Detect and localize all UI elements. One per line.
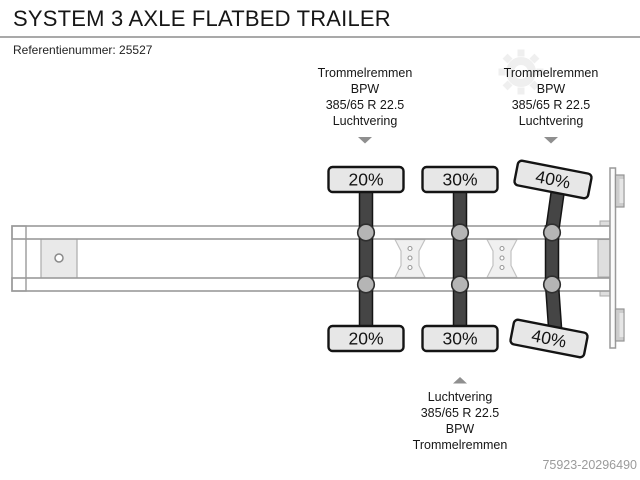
axle3-spec-line: Luchtvering — [518, 114, 584, 128]
axle1-load-bottom: 20% — [348, 329, 383, 349]
pointer-triangle-down-icon — [358, 137, 372, 144]
axle1-tire-bottom: 20% — [327, 324, 405, 353]
axle2-spec-line: 385/65 R 22.5 — [420, 406, 500, 420]
axle3-tire-bottom: 40% — [509, 318, 589, 359]
axle1-spec-line: Trommelremmen — [317, 66, 413, 80]
cross-member — [486, 238, 518, 279]
rear-hinge-top — [614, 174, 625, 208]
rear-cross-member — [597, 238, 611, 278]
tire-load-plates: 20% 30% 40% 20% 30% 40% — [327, 159, 593, 359]
suspension-circle — [356, 275, 376, 294]
axle2-bar — [452, 189, 468, 329]
reference-number: Referentienummer: 25527 — [13, 43, 153, 57]
axle2-tire-bottom: 30% — [421, 324, 499, 353]
axle2-spec-line: Trommelremmen — [412, 438, 508, 452]
cross-member — [394, 238, 426, 279]
title-divider — [0, 36, 640, 38]
pointer-triangle-down-icon — [544, 137, 558, 144]
suspension-circle — [450, 275, 470, 294]
axle1-spec-label: Trommelremmen BPW 385/65 R 22.5 Luchtver… — [265, 65, 465, 129]
axle3-spec-line: BPW — [536, 82, 566, 96]
suspension-circle — [450, 223, 470, 242]
axle2-tire-top: 30% — [421, 165, 499, 194]
rear-hinge-bottom — [614, 308, 625, 342]
axle2-spec-line: Luchtvering — [427, 390, 493, 404]
suspension-circle — [542, 223, 562, 242]
axle3-spec-line: Trommelremmen — [503, 66, 599, 80]
front-crossmember — [11, 225, 27, 292]
axle1-load-top: 20% — [348, 170, 383, 190]
axle3-tire-top: 40% — [513, 159, 593, 200]
axle1-spec-line: BPW — [350, 82, 380, 96]
axle2-load-bottom: 30% — [442, 329, 477, 349]
axle2-spec-line: BPW — [445, 422, 475, 436]
axle1-spec-line: Luchtvering — [332, 114, 398, 128]
suspension-circle — [542, 275, 562, 294]
axle1-spec-line: 385/65 R 22.5 — [325, 98, 405, 112]
page-title: SYSTEM 3 AXLE FLATBED TRAILER — [13, 6, 391, 31]
image-id: 75923-20296490 — [542, 458, 637, 472]
rear-bumper — [609, 167, 617, 349]
frame-rail-top — [11, 225, 611, 240]
axle-bars — [358, 189, 566, 330]
trailer-frame — [11, 167, 625, 349]
axle2-load-top: 30% — [442, 170, 477, 190]
frame-rail-bottom — [11, 277, 611, 292]
axle3-spec-line: 385/65 R 22.5 — [511, 98, 591, 112]
suspension-circle — [356, 223, 376, 242]
kingpin-circle — [54, 253, 64, 263]
axle3-spec-label: Trommelremmen BPW 385/65 R 22.5 Luchtver… — [451, 65, 640, 129]
axle1-tire-top: 20% — [327, 165, 405, 194]
pointer-triangle-up-icon — [453, 377, 467, 384]
axle2-spec-label: Luchtvering 385/65 R 22.5 BPW Trommelrem… — [360, 389, 560, 453]
suspension-circles — [356, 223, 562, 294]
axle1-bar — [358, 189, 374, 329]
